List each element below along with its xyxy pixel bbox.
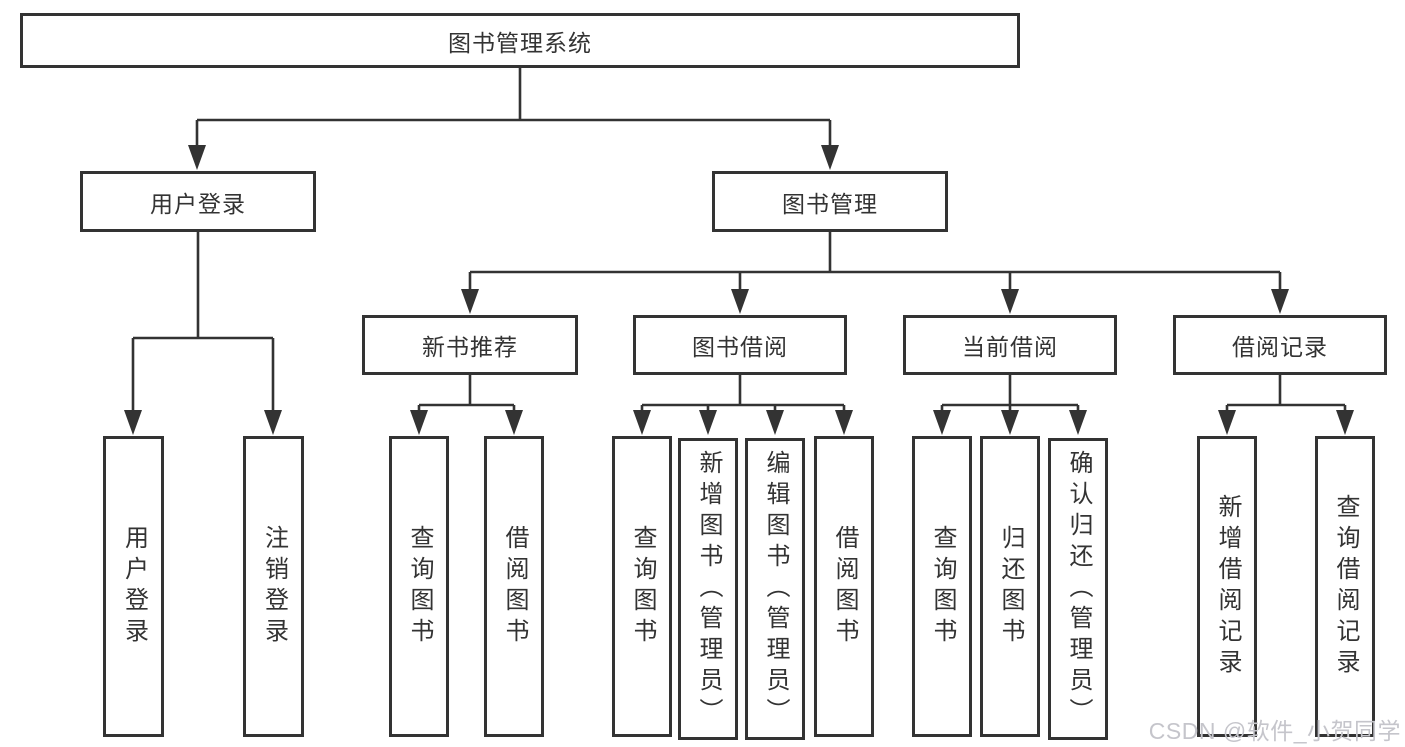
arrow-down-icon	[505, 410, 523, 435]
node-label: 借阅图书	[831, 524, 858, 649]
node-root: 图书管理系统	[20, 13, 1020, 68]
leaf-recommend-query-books: 查询图书	[389, 436, 449, 737]
node-label: 新书推荐	[422, 334, 518, 360]
leaf-current-return-books: 归还图书	[980, 436, 1040, 737]
arrow-down-icon	[933, 410, 951, 435]
watermark: CSDN @软件_小贺同学	[1148, 718, 1401, 744]
arrow-down-icon	[766, 410, 784, 435]
arrow-down-icon	[1271, 289, 1289, 314]
arrow-down-icon	[731, 289, 749, 314]
arrow-down-icon	[1069, 410, 1087, 435]
leaf-borrow-borrow-books: 借阅图书	[814, 436, 874, 737]
node-label: 注销登录	[260, 524, 288, 649]
node-label: 查询图书	[406, 524, 433, 649]
leaf-current-confirm-return-admin: 确认归还（管理员）	[1048, 438, 1108, 740]
node-label: 查询图书	[929, 524, 956, 649]
arrow-down-icon	[821, 145, 839, 170]
node-label: 当前借阅	[962, 334, 1058, 360]
leaf-borrow-add-books-admin: 新增图书（管理员）	[678, 438, 738, 740]
node-label: 图书借阅	[692, 334, 788, 360]
node-user-login: 用户登录	[80, 171, 316, 232]
node-label: 确认归还（管理员）	[1065, 449, 1092, 729]
leaf-record-query-record: 查询借阅记录	[1315, 436, 1375, 737]
node-label: 用户登录	[120, 524, 148, 649]
arrow-down-icon	[1001, 410, 1019, 435]
node-label: 查询图书	[629, 524, 656, 649]
node-label: 用户登录	[150, 190, 246, 217]
arrow-down-icon	[1001, 289, 1019, 314]
arrow-down-icon	[188, 145, 206, 170]
arrow-down-icon	[124, 410, 142, 435]
node-label: 图书管理	[782, 190, 878, 217]
node-label: 借阅图书	[501, 524, 528, 649]
node-label: 借阅记录	[1232, 334, 1328, 360]
node-current-borrow: 当前借阅	[903, 315, 1117, 375]
node-label: 查询借阅记录	[1332, 493, 1359, 680]
node-label: 归还图书	[997, 524, 1024, 649]
leaf-logout: 注销登录	[243, 436, 304, 737]
node-label: 编辑图书（管理员）	[762, 449, 789, 729]
arrow-down-icon	[633, 410, 651, 435]
node-new-book-recommend: 新书推荐	[362, 315, 578, 375]
leaf-user-login: 用户登录	[103, 436, 164, 737]
leaf-record-add-record: 新增借阅记录	[1197, 436, 1257, 737]
arrow-down-icon	[410, 410, 428, 435]
leaf-borrow-edit-books-admin: 编辑图书（管理员）	[745, 438, 805, 740]
arrow-down-icon	[699, 410, 717, 435]
leaf-current-query-books: 查询图书	[912, 436, 972, 737]
arrow-down-icon	[835, 410, 853, 435]
node-label: 新增借阅记录	[1214, 493, 1241, 680]
node-label: 新增图书（管理员）	[695, 449, 722, 729]
node-book-borrow: 图书借阅	[633, 315, 847, 375]
node-book-management: 图书管理	[712, 171, 948, 232]
arrow-down-icon	[461, 289, 479, 314]
leaf-recommend-borrow-books: 借阅图书	[484, 436, 544, 737]
node-borrow-record: 借阅记录	[1173, 315, 1387, 375]
arrow-down-icon	[264, 410, 282, 435]
arrow-down-icon	[1336, 410, 1354, 435]
leaf-borrow-query-books: 查询图书	[612, 436, 672, 737]
arrow-down-icon	[1218, 410, 1236, 435]
node-label: 图书管理系统	[448, 29, 592, 56]
